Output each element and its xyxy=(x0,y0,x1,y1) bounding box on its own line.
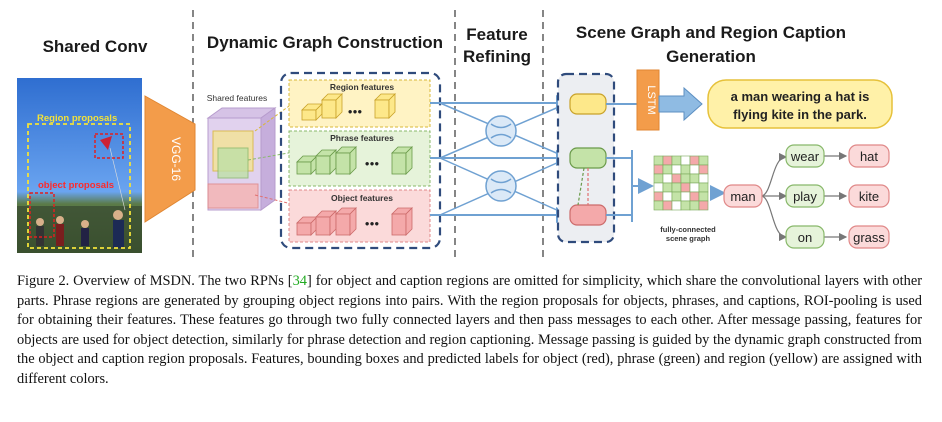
shared-features-volume xyxy=(206,107,277,211)
fc-grid-cell xyxy=(662,191,673,202)
fc-grid-cell xyxy=(653,155,664,166)
phrase-features-box xyxy=(288,130,431,187)
header-feature-refining-1: Feature xyxy=(466,25,527,44)
fc-grid-cell xyxy=(680,173,691,184)
fully-connected-grid xyxy=(653,155,709,211)
sg-label-on: on xyxy=(798,230,812,245)
fc-grid-cell xyxy=(689,182,700,193)
object-features-box xyxy=(288,189,431,243)
fc-label-2: scene graph xyxy=(666,234,711,243)
fc-grid-cell xyxy=(698,191,709,202)
fc-grid-cell xyxy=(662,182,673,193)
fc-grid-cell xyxy=(680,155,691,166)
fc-grid-cell xyxy=(653,173,664,184)
object-dots: ●●● xyxy=(365,219,380,228)
fc-grid-cell xyxy=(689,155,700,166)
phrase-features-label: Phrase features xyxy=(330,133,394,143)
sg-label-play: play xyxy=(793,189,817,204)
sg-label-grass: grass xyxy=(853,230,885,245)
fc-grid-cell xyxy=(689,164,700,175)
fc-grid-cell xyxy=(671,200,682,211)
sg-node-kite xyxy=(848,184,890,208)
fc-grid-cell xyxy=(680,191,691,202)
sg-label-wear: wear xyxy=(790,149,820,164)
object-features-label: Object features xyxy=(331,193,393,203)
fc-grid-cell xyxy=(698,164,709,175)
header-feature-refining-2: Refining xyxy=(463,47,531,66)
sg-label-hat: hat xyxy=(860,149,878,164)
object-proposal-box-kite xyxy=(94,133,124,159)
shared-features-label: Shared features xyxy=(207,93,267,103)
phrase-dots: ●●● xyxy=(365,159,380,168)
fc-grid-cell xyxy=(689,173,700,184)
sg-node-hat xyxy=(848,144,890,168)
fc-grid-cell xyxy=(689,191,700,202)
fc-grid-cell xyxy=(680,164,691,175)
caption-reference-link[interactable]: 34 xyxy=(292,273,307,289)
label-region-proposals: Region proposals xyxy=(37,113,117,124)
header-scene-graph-1: Scene Graph and Region Caption xyxy=(576,23,846,42)
fc-grid-cell xyxy=(662,164,673,175)
fc-grid-cell xyxy=(671,164,682,175)
header-dynamic-graph: Dynamic Graph Construction xyxy=(207,33,443,52)
sg-node-man xyxy=(723,184,763,208)
header-scene-graph-2: Generation xyxy=(666,47,756,66)
dynamic-graph-container xyxy=(279,71,442,250)
caption-text-1: Figure 2. Overview of MSDN. The two RPNs… xyxy=(17,273,293,289)
msdn-overview-diagram: Shared Conv Dynamic Graph Construction F… xyxy=(17,10,893,262)
region-dots: ●●● xyxy=(348,107,363,116)
sg-node-wear xyxy=(785,144,825,168)
lstm-label: LSTM xyxy=(645,85,657,114)
fc-grid-cell xyxy=(698,200,709,211)
refined-object-node xyxy=(569,204,607,226)
fc-grid-cell xyxy=(698,155,709,166)
fc-grid-cell xyxy=(662,155,673,166)
vgg-label: VGG-16 xyxy=(169,137,183,181)
region-features-box xyxy=(288,79,431,128)
caption-bubble xyxy=(707,79,893,129)
fc-grid-cell xyxy=(671,191,682,202)
fc-grid-cell xyxy=(671,155,682,166)
sg-node-on xyxy=(785,225,825,249)
fc-grid-cell xyxy=(653,191,664,202)
region-features-label: Region features xyxy=(330,82,395,92)
object-proposal-box-person xyxy=(29,192,55,238)
fc-grid-cell xyxy=(653,182,664,193)
fc-grid-cell xyxy=(671,182,682,193)
figure-caption: Figure 2. Overview of MSDN. The two RPNs… xyxy=(17,272,922,390)
refined-region-node xyxy=(569,93,607,115)
label-object-proposals: object proposals xyxy=(38,180,114,191)
fc-grid-cell xyxy=(698,182,709,193)
header-shared-conv: Shared Conv xyxy=(43,37,148,56)
fc-grid-cell xyxy=(680,200,691,211)
caption-text-2: ] for object and caption regions are omi… xyxy=(17,273,922,387)
fc-grid-cell xyxy=(698,173,709,184)
message-passing-nodes xyxy=(485,115,517,202)
fc-grid-cell xyxy=(653,200,664,211)
lstm-output-arrow xyxy=(658,86,703,122)
input-photo xyxy=(17,78,142,253)
caption-line-1: a man wearing a hat is xyxy=(731,89,870,104)
vgg-block xyxy=(144,95,196,223)
caption-line-2: flying kite in the park. xyxy=(733,107,867,122)
fc-grid-cell xyxy=(662,200,673,211)
fc-label-1: fully-connected xyxy=(660,225,716,234)
sg-node-grass xyxy=(848,225,890,249)
fc-grid-cell xyxy=(680,182,691,193)
fc-grid-cell xyxy=(689,200,700,211)
sg-label-man: man xyxy=(730,189,755,204)
region-proposal-box xyxy=(27,123,131,249)
sg-node-play xyxy=(785,184,825,208)
sg-label-kite: kite xyxy=(859,189,879,204)
fc-grid-cell xyxy=(653,164,664,175)
fc-grid-cell xyxy=(662,173,673,184)
fc-grid-cell xyxy=(671,173,682,184)
refined-phrase-node xyxy=(569,147,607,169)
